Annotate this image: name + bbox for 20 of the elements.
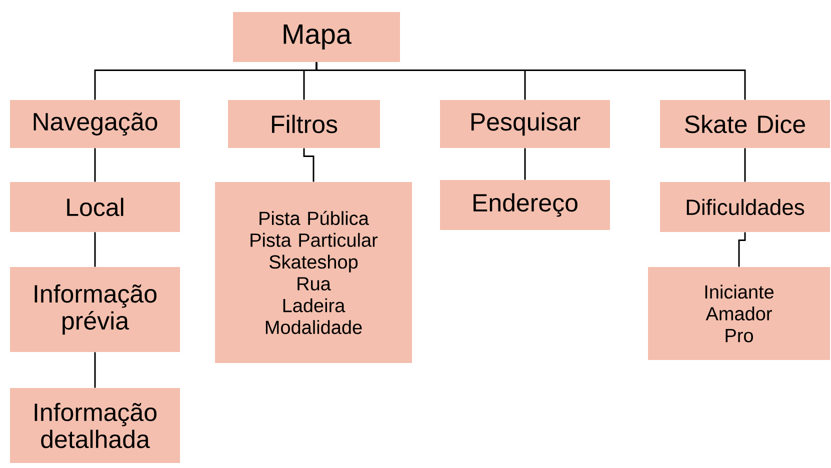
connector-line xyxy=(94,148,96,182)
label-box: Filtros xyxy=(228,100,380,148)
connector-line xyxy=(524,148,526,180)
label-box: Local xyxy=(10,182,180,232)
label-box: Informação prévia xyxy=(10,267,180,352)
connector-line xyxy=(94,232,96,267)
label-box: Navegação xyxy=(10,100,180,148)
label-box: Pesquisar xyxy=(440,100,610,148)
connector-line xyxy=(738,232,746,267)
label-box: Endereço xyxy=(440,180,610,230)
label-box: Dificuldades xyxy=(660,182,830,232)
list-box: Pista Pública Pista Particular Skateshop Rua Ladeira Modalidade xyxy=(215,182,412,363)
label-box: Skate Dice xyxy=(660,100,830,148)
connector-line xyxy=(94,352,96,388)
label-box: Mapa xyxy=(233,12,400,62)
list-box: Iniciante Amador Pro xyxy=(648,267,830,360)
label-box: Informação detalhada xyxy=(10,388,180,463)
connector-line xyxy=(316,62,746,100)
connector-line xyxy=(744,148,746,182)
connector-line xyxy=(303,148,314,182)
